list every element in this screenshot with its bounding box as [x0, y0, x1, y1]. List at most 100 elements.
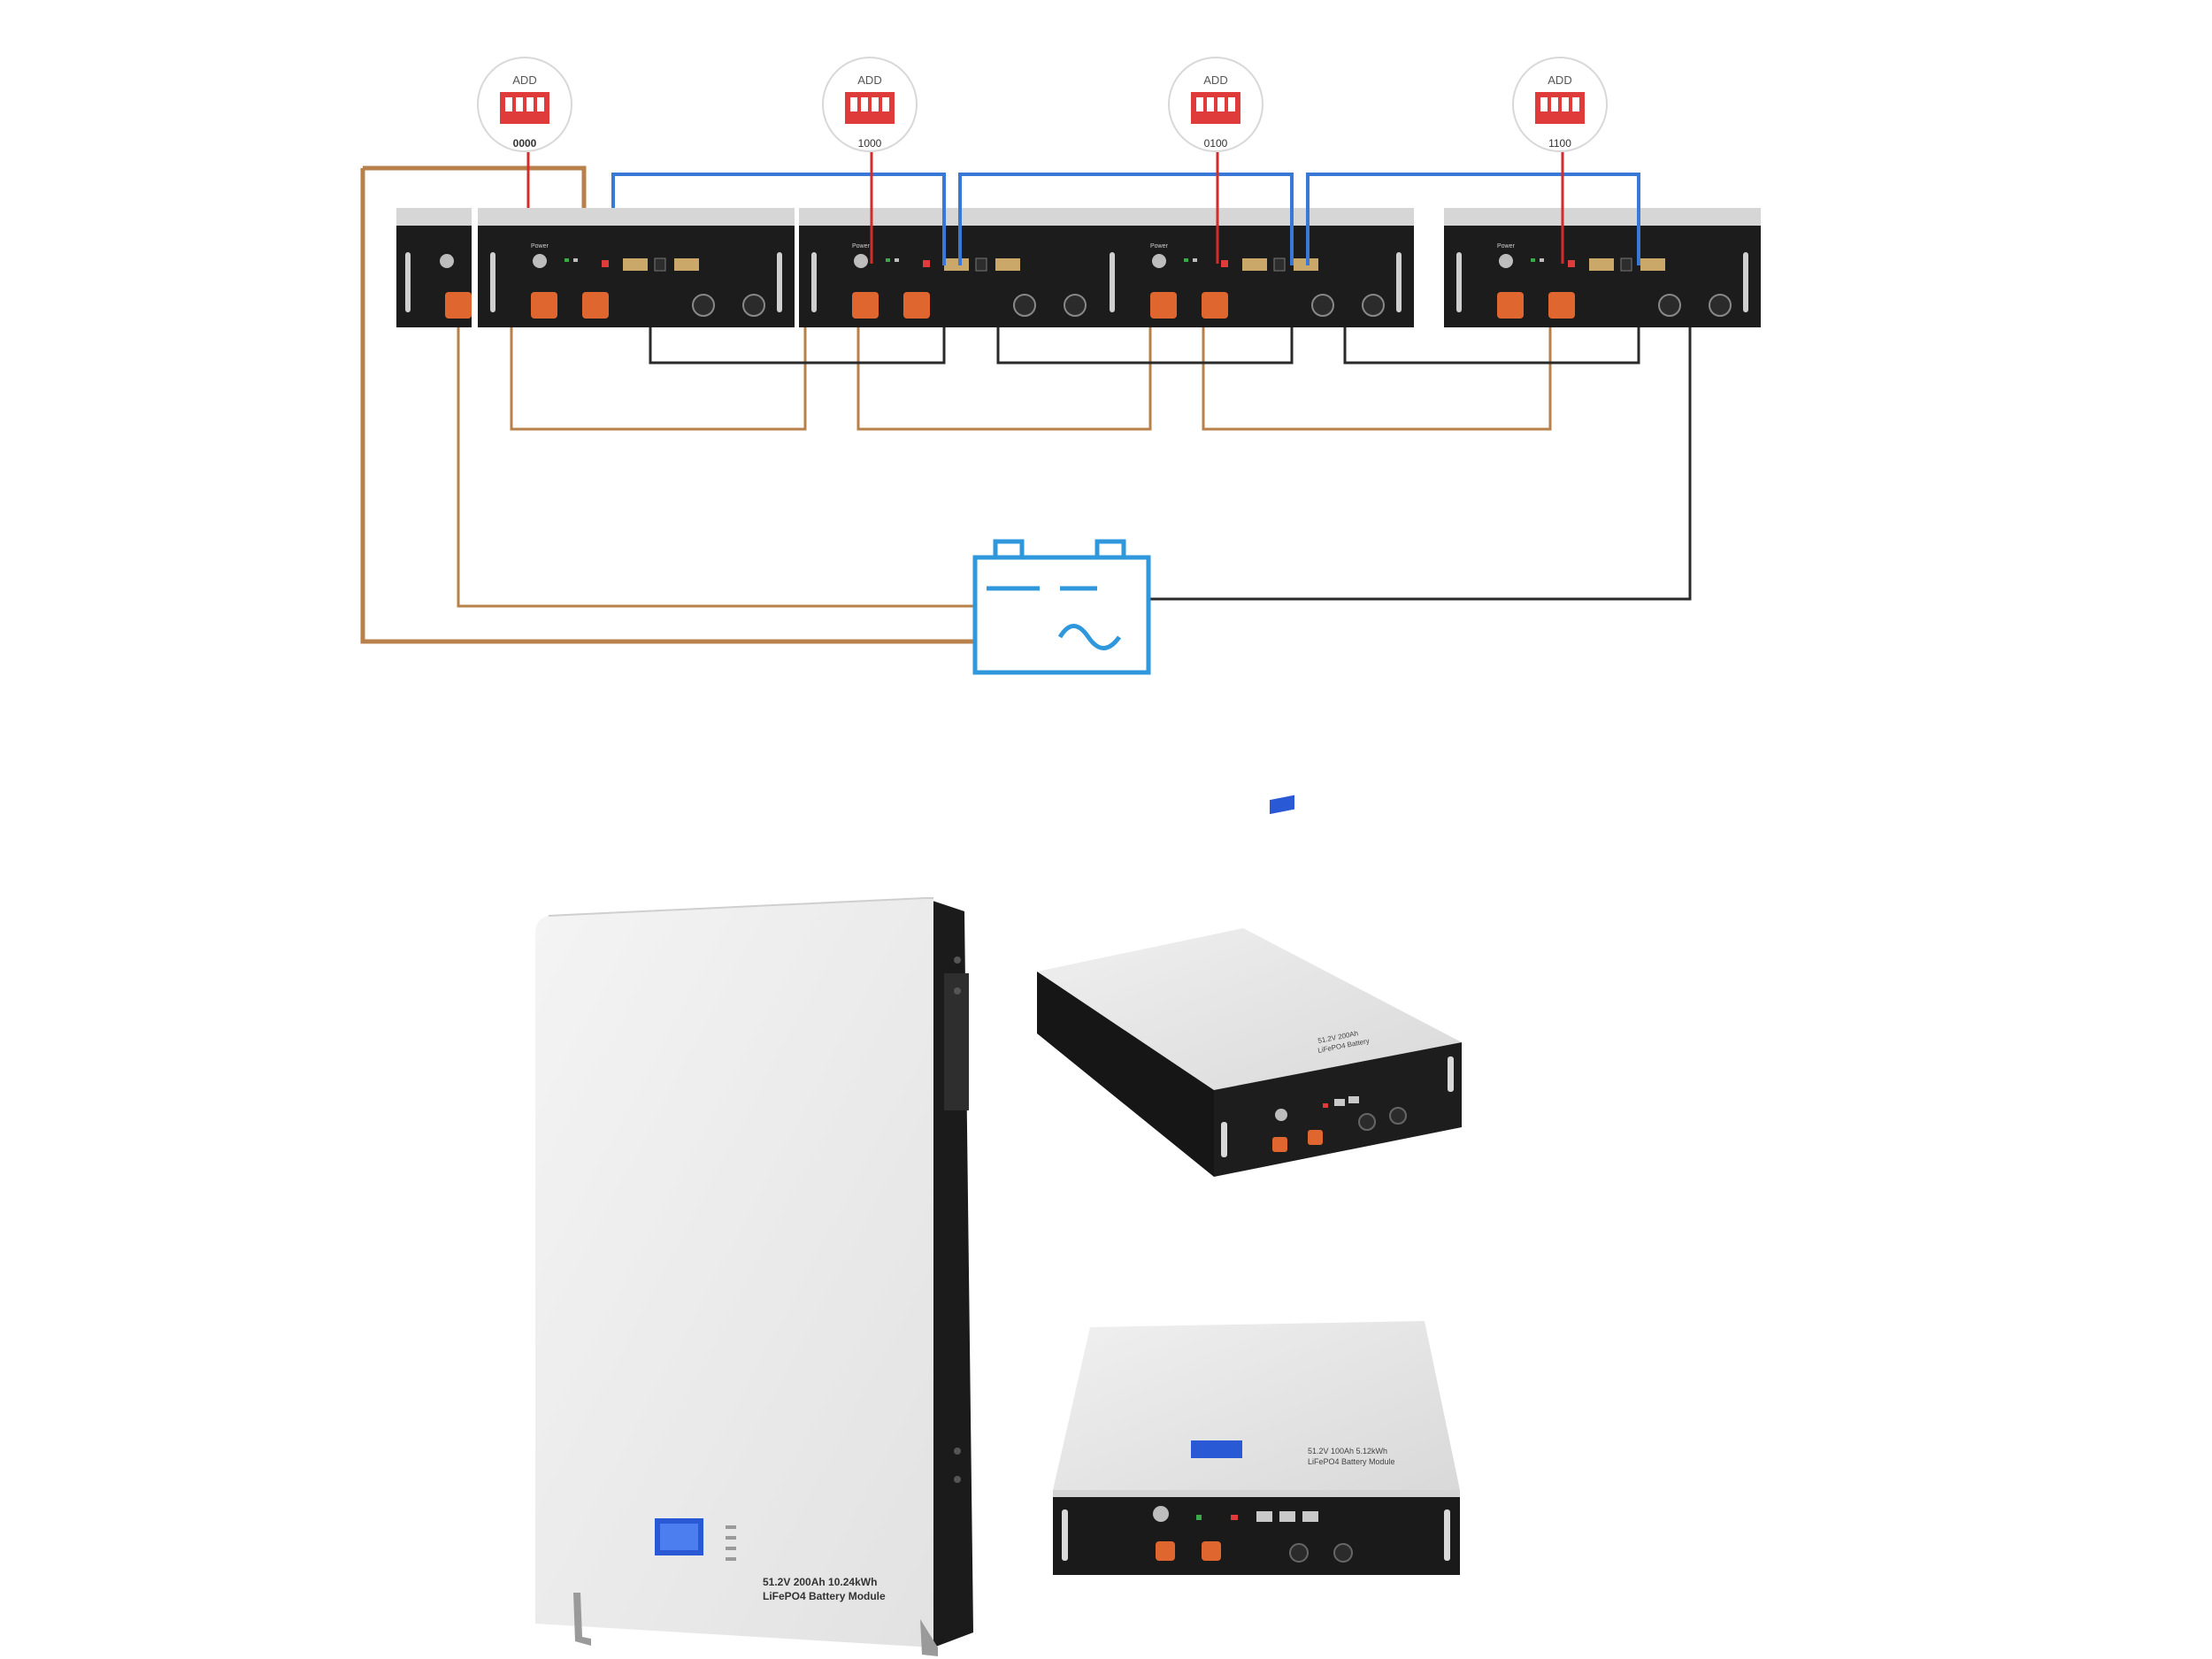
dip-toggle — [1572, 97, 1579, 111]
module-top-rail — [478, 208, 795, 226]
rack-battery-front-panel — [1053, 1497, 1460, 1575]
dip-toggle — [516, 97, 523, 111]
power-label: Power — [852, 243, 871, 250]
dip-toggle — [1196, 97, 1203, 111]
module-handle-left — [405, 252, 411, 312]
rack-battery-lcd — [1191, 1440, 1242, 1458]
module-handle-right — [777, 252, 782, 312]
dip-toggle — [861, 97, 868, 111]
power-label: Power — [531, 243, 549, 250]
power-switch-icon — [854, 254, 868, 268]
wall-battery-label-line2: LiFePO4 Battery Module — [763, 1590, 886, 1602]
address-badge-4: ADD 1100 — [1512, 57, 1608, 264]
badge-title: ADD — [512, 73, 536, 87]
module-front-panel — [1444, 226, 1761, 327]
rj45-port-icon — [674, 258, 699, 271]
run-led — [565, 258, 569, 262]
battery-module-4: Power — [1444, 208, 1761, 327]
comm-cable — [611, 173, 946, 265]
negative-terminal-icon — [582, 292, 609, 319]
module-handle-left — [811, 252, 817, 312]
rj45-port-icon — [654, 257, 666, 272]
negative-terminal-icon — [1202, 292, 1228, 319]
module-top-rail — [799, 208, 1116, 226]
badge-code: 0000 — [513, 137, 537, 150]
power-switch-icon — [440, 254, 454, 268]
positive-terminal-icon — [852, 292, 879, 319]
dip-toggle — [1228, 97, 1235, 111]
battery-module-2: Power — [799, 208, 1116, 327]
module-handle-left — [1110, 252, 1115, 312]
badge-code: 1000 — [858, 137, 882, 150]
positive-cable — [510, 327, 807, 431]
rj45-port-icon — [1620, 257, 1632, 272]
positive-terminal-icon — [1497, 292, 1524, 319]
power-label: Power — [1150, 243, 1169, 250]
comm-cable-layer — [611, 173, 1640, 265]
wall-battery-front-panel — [535, 898, 933, 1647]
address-badge-3: ADD 0100 — [1168, 57, 1263, 264]
wall-battery-handle-slot — [944, 973, 969, 1110]
badge-code: 0100 — [1204, 137, 1228, 150]
positive-terminal-icon — [1150, 292, 1177, 319]
alarm-led — [1193, 258, 1197, 262]
dip-toggle — [1562, 97, 1569, 111]
rj45-port-icon — [1242, 258, 1267, 271]
dip-switch-icon — [602, 260, 609, 267]
svg-text:LiFePO4 Battery Module: LiFePO4 Battery Module — [1308, 1457, 1395, 1466]
rack-battery-left-side — [1037, 972, 1214, 1177]
wall-battery-unit: 51.2V 200Ah 10.24kWh LiFePO4 Battery Mod… — [535, 897, 973, 1656]
badge-title: ADD — [1203, 73, 1227, 87]
output-socket-icon — [1709, 294, 1732, 317]
dip-toggle — [526, 97, 534, 111]
positive-terminal-icon — [531, 292, 557, 319]
badge-title: ADD — [1548, 73, 1571, 87]
rack-battery-unit-top: 51.2V 200Ah LiFePO4 Battery — [1037, 795, 1462, 1177]
negative-cable — [649, 327, 946, 365]
wall-battery-label-line1: 51.2V 200Ah 10.24kWh — [763, 1576, 877, 1588]
battery-module-3: Power — [1097, 208, 1414, 327]
rj45-port-icon — [1640, 258, 1665, 271]
inverter-dc-ac-icon — [972, 539, 1151, 675]
dip-toggle — [505, 97, 512, 111]
output-socket-icon — [742, 294, 765, 317]
alarm-led — [573, 258, 578, 262]
wall-battery-foot — [573, 1593, 591, 1646]
dip-toggle — [882, 97, 889, 111]
dip-toggle — [537, 97, 544, 111]
positive-cable — [363, 165, 587, 208]
module-handle-left — [490, 252, 495, 312]
output-socket-icon — [1064, 294, 1087, 317]
dip-switch-icon — [1221, 260, 1228, 267]
rj45-port-icon — [1273, 257, 1286, 272]
run-led — [886, 258, 890, 262]
rj45-port-icon — [995, 258, 1020, 271]
output-socket-icon — [692, 294, 715, 317]
comm-cable — [1306, 173, 1640, 265]
battery-modules: Power Power Power Power — [396, 208, 1761, 327]
dip-toggle — [1207, 97, 1214, 111]
inverter-icon — [972, 539, 1151, 675]
dip-toggle — [1217, 97, 1225, 111]
dip-toggle — [1540, 97, 1548, 111]
rj45-port-icon — [1589, 258, 1614, 271]
power-switch-icon — [1152, 254, 1166, 268]
inverter-terminal — [1094, 539, 1126, 557]
badge-code: 1100 — [1548, 137, 1571, 150]
cable-layer — [360, 165, 1692, 644]
rack-battery-unit-bottom: 51.2V 100Ah 5.12kWh LiFePO4 Battery Modu… — [1053, 1321, 1460, 1575]
positive-cable — [457, 327, 973, 608]
module-front-panel — [478, 226, 795, 327]
dip-switch-icon — [923, 260, 930, 267]
dip-toggle — [1551, 97, 1558, 111]
positive-cable — [1202, 327, 1552, 431]
rj45-port-icon — [944, 258, 969, 271]
output-socket-icon — [1013, 294, 1036, 317]
positive-cable — [856, 327, 1152, 431]
alarm-led — [895, 258, 899, 262]
negative-cable — [1148, 327, 1692, 601]
